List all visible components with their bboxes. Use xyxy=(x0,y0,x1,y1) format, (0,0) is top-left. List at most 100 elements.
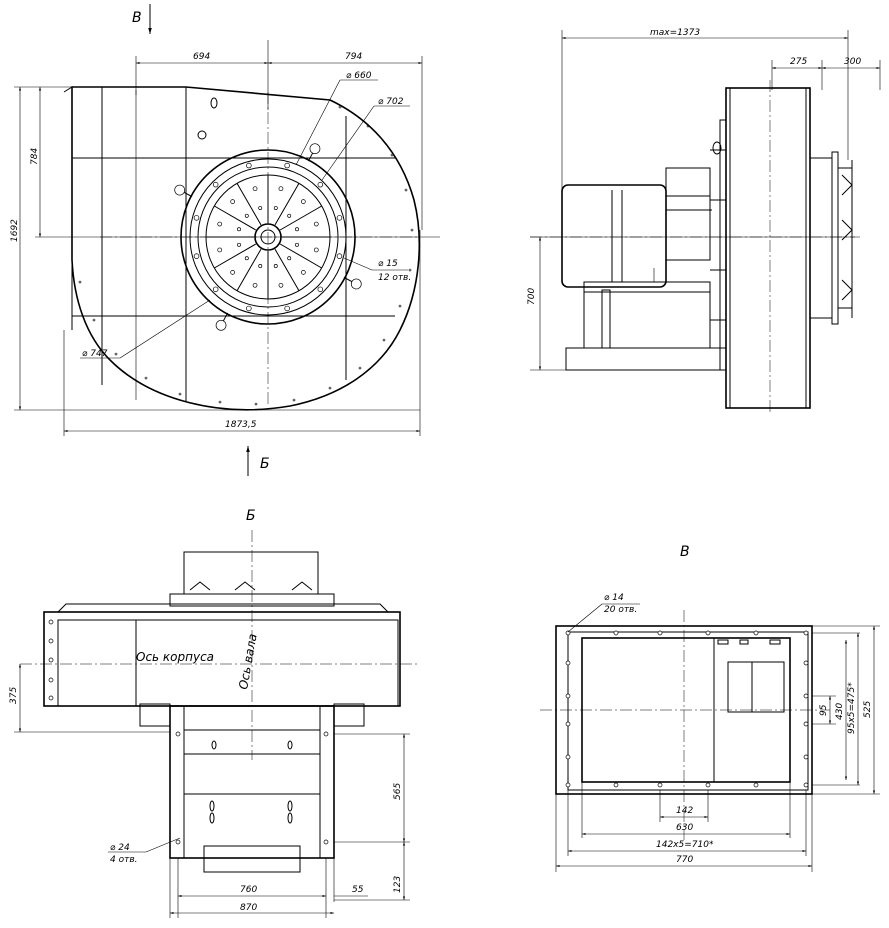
outlet-hole xyxy=(803,754,809,760)
view-arrow-b2-label: Б xyxy=(260,456,270,472)
ear-hole xyxy=(215,319,227,331)
outlet-view: В ⌀ 14 20 отв. 95 430 95x5=475* 525 xyxy=(540,544,880,872)
outlet-hole xyxy=(753,782,759,788)
outlet-hole xyxy=(803,721,809,727)
flange-hole xyxy=(193,215,200,221)
impeller-spoke xyxy=(236,248,262,291)
front-view: В 694 794 784 1692 1873,5 xyxy=(10,4,440,476)
flange-hole xyxy=(284,162,290,169)
dim-565: 565 xyxy=(393,783,403,800)
dim-300: 300 xyxy=(844,57,861,67)
diameter-702: ⌀ 702 xyxy=(378,97,404,107)
spoke-bolt xyxy=(313,247,319,253)
hub-bolt xyxy=(295,227,299,232)
view-arrow-b-label: В xyxy=(132,10,142,26)
dim-375: 375 xyxy=(9,687,19,704)
diameter-660: ⌀ 660 xyxy=(346,71,372,81)
hub-bolt xyxy=(258,264,263,268)
hub-bolt xyxy=(237,227,241,232)
dim-max-1373: max=1373 xyxy=(650,28,700,38)
dim-123: 123 xyxy=(393,876,403,893)
flange-hole xyxy=(212,286,219,293)
dim-95: 95 xyxy=(819,704,829,716)
axis-shaft-label: Ось вала xyxy=(236,633,260,691)
inlet-flange xyxy=(174,143,362,331)
dim-142: 142 xyxy=(676,806,693,816)
dim-700: 700 xyxy=(527,288,537,305)
dim-525: 525 xyxy=(863,701,873,718)
ear-hole xyxy=(309,143,321,155)
diameter-15: ⌀ 15 xyxy=(378,259,398,269)
diameter-14-count: 20 отв. xyxy=(604,605,637,615)
outlet-hole xyxy=(565,693,571,699)
side-view: max=1373 275 300 700 xyxy=(527,28,881,415)
dim-1873: 1873,5 xyxy=(225,420,257,430)
impeller-spoke xyxy=(214,205,257,231)
flange-hole xyxy=(317,181,324,188)
flange-hole xyxy=(336,215,343,221)
hub-bolt xyxy=(244,213,249,218)
outlet-hole xyxy=(753,630,759,636)
outlet-hole xyxy=(613,782,619,788)
spoke-bolt xyxy=(252,282,258,288)
flange-hole xyxy=(193,253,200,259)
hub-bolt xyxy=(287,256,292,261)
flange-hole xyxy=(317,286,324,293)
view-v-title: В xyxy=(680,544,690,560)
dim-760: 760 xyxy=(240,885,257,895)
spoke-bolt xyxy=(217,221,223,227)
diameter-15-count: 12 отв. xyxy=(378,273,411,283)
impeller-spoke xyxy=(236,183,262,226)
dim-430: 430 xyxy=(835,703,845,720)
diameter-24: ⌀ 24 xyxy=(110,843,130,853)
spoke-bolt xyxy=(230,199,235,204)
outlet-hole xyxy=(565,782,571,788)
flange-hole xyxy=(284,305,290,312)
dim-870: 870 xyxy=(240,903,257,913)
impeller-spoke xyxy=(214,243,257,269)
dim-694: 694 xyxy=(193,52,210,62)
outlet-hole xyxy=(565,754,571,760)
housing-rivets xyxy=(78,105,414,406)
hub-bolt xyxy=(273,206,278,210)
spoke-bolt xyxy=(278,186,284,192)
spoke-bolt xyxy=(278,282,284,288)
spoke-bolt xyxy=(252,186,258,192)
outlet-hole xyxy=(803,630,809,636)
flange-hole xyxy=(212,181,219,188)
diameter-14: ⌀ 14 xyxy=(604,593,624,603)
spoke-bolt xyxy=(301,199,306,204)
outlet-hole xyxy=(803,660,809,666)
ear-hole xyxy=(350,278,362,290)
lifting-eye xyxy=(197,130,207,140)
outlet-hole xyxy=(705,630,711,636)
dim-794: 794 xyxy=(345,52,362,62)
impeller-spoke xyxy=(279,205,322,231)
view-b-title: Б xyxy=(246,508,256,524)
hub-bolt xyxy=(244,256,249,261)
dim-784: 784 xyxy=(30,148,40,165)
hub-bolt xyxy=(237,242,241,247)
outlet-hole xyxy=(565,721,571,727)
hub-bolt xyxy=(273,264,278,268)
axis-body-label: Ось корпуса xyxy=(136,650,214,664)
hub-bolt xyxy=(295,242,299,247)
flange-hole xyxy=(336,253,343,259)
dim-770: 770 xyxy=(676,855,693,865)
bottom-view: Б Ось корпуса Ось вала 375 xyxy=(9,508,420,918)
spoke-bolt xyxy=(301,270,306,275)
outlet-hole xyxy=(565,660,571,666)
spoke-bolt xyxy=(217,247,223,253)
diameter-24-count: 4 отв. xyxy=(110,855,138,865)
dim-55: 55 xyxy=(352,885,364,895)
flange-hole xyxy=(246,162,252,169)
impeller-spoke xyxy=(274,248,300,291)
outlet-hole xyxy=(705,782,711,788)
hub-bolt xyxy=(258,206,263,210)
impeller-spoke xyxy=(279,243,322,269)
outlet-hole xyxy=(613,630,619,636)
spoke-bolt xyxy=(230,270,235,275)
outlet-hole xyxy=(657,782,663,788)
outlet-hole xyxy=(657,630,663,636)
